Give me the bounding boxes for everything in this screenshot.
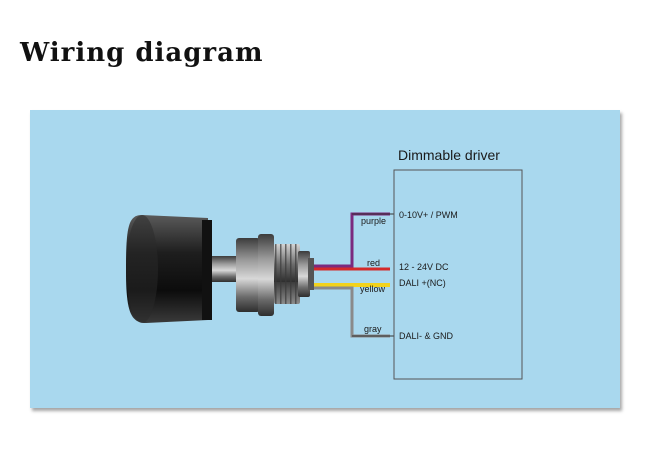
driver-box [393,169,523,380]
wire-bundle [314,212,394,338]
device-shaft [212,256,240,282]
sensor-device [126,215,314,323]
wire-label-yellow: yellow [360,284,386,294]
device-flange [236,238,260,312]
wiring-diagram: purple red yellow gray Dimmable driver 0… [126,147,523,380]
wire-label-gray: gray [364,324,382,334]
terminal-dali-minus-gnd: DALI- & GND [399,331,454,341]
driver-title: Dimmable driver [398,147,500,163]
page-title: Wiring diagram [20,38,264,68]
diagram-panel: purple red yellow gray Dimmable driver 0… [30,110,620,408]
terminal-0-10v-pwm: 0-10V+ / PWM [399,210,458,220]
wire-label-red: red [367,258,380,268]
wire-label-purple: purple [361,216,386,226]
device-thread [274,244,300,304]
terminal-12-24v-dc: 12 - 24V DC [399,262,449,272]
terminal-dali-plus: DALI +(NC) [399,278,446,288]
